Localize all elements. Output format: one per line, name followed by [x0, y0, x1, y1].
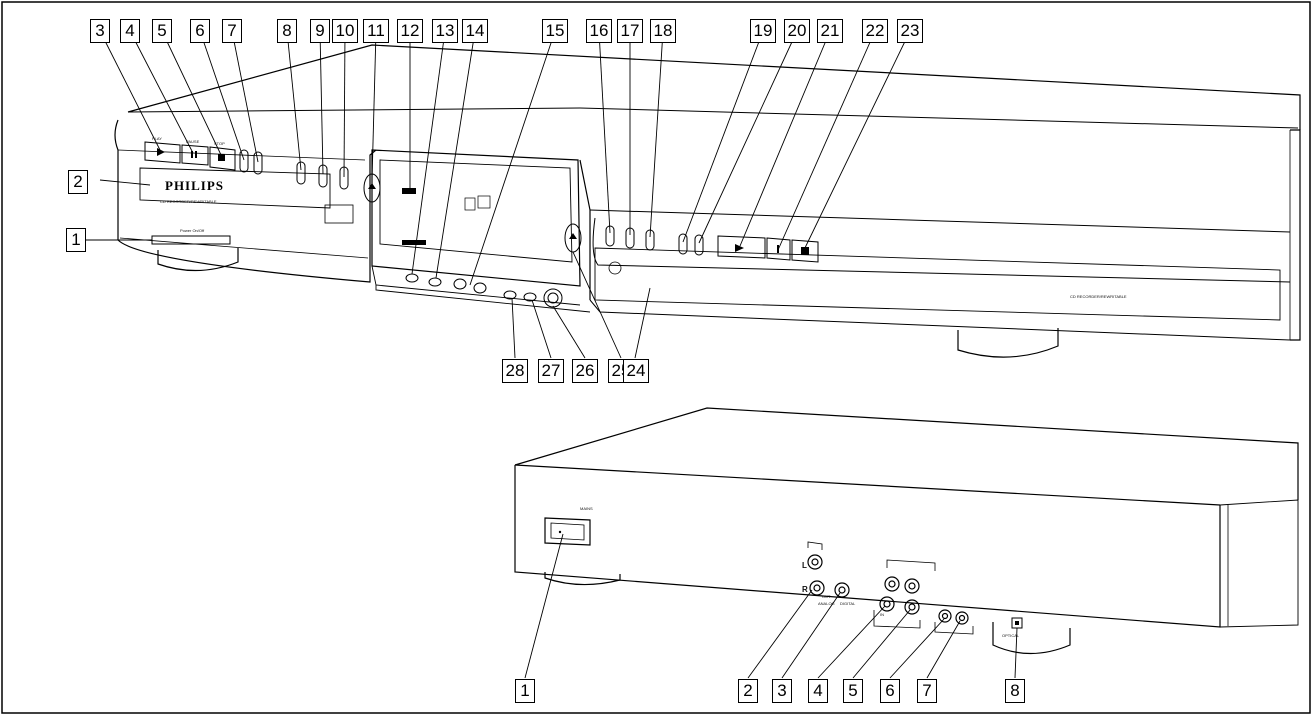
- play-button: [144, 141, 181, 164]
- eject-icon: [368, 183, 376, 189]
- front-buttons: [144, 141, 819, 308]
- mains-label: MAINS: [580, 506, 593, 511]
- callout-23: 23: [897, 19, 923, 43]
- callout-27: 27: [538, 359, 564, 383]
- callout-9: 9: [310, 19, 330, 43]
- callout-2: 2: [68, 170, 88, 194]
- rear-leader-lines: [524, 533, 1018, 679]
- front-leader-lines: [86, 30, 911, 359]
- callout-7: 7: [222, 19, 242, 43]
- play-icon: [157, 148, 165, 156]
- callout-6: 6: [190, 19, 210, 43]
- callout-28: 28: [502, 359, 528, 383]
- brand-logo: PHILIPS: [165, 178, 224, 193]
- callout-12: 12: [397, 19, 423, 43]
- rear-unit: [514, 407, 1299, 655]
- callout-17: 17: [617, 19, 643, 43]
- callout-11: 11: [363, 19, 389, 43]
- callout-20: 20: [784, 19, 810, 43]
- pause-label: PAUSE: [186, 139, 200, 144]
- analog-label: ANALOG: [818, 601, 835, 606]
- digital-label: DIGITAL: [840, 601, 856, 606]
- callout-10: 10: [332, 19, 358, 43]
- rear-callout-2: 2: [738, 679, 758, 703]
- callout-22: 22: [862, 19, 888, 43]
- callout-1: 1: [66, 228, 86, 252]
- callout-8: 8: [277, 19, 297, 43]
- callout-24: 24: [623, 359, 649, 383]
- callout-13: 13: [432, 19, 458, 43]
- analog-in-label: IN: [880, 612, 884, 617]
- callout-14: 14: [462, 19, 488, 43]
- rear-callout-4: 4: [808, 679, 828, 703]
- callout-4: 4: [120, 19, 140, 43]
- left-label: L: [802, 561, 807, 570]
- callout-19: 19: [750, 19, 776, 43]
- pause-button: [181, 144, 209, 166]
- stop-button: [209, 146, 236, 171]
- play-label: PLAY: [152, 136, 162, 141]
- callout-16: 16: [586, 19, 612, 43]
- optical-label: OPTICAL: [1002, 633, 1020, 638]
- callout-5: 5: [152, 19, 172, 43]
- stop-icon: [218, 154, 225, 161]
- callout-26: 26: [572, 359, 598, 383]
- callout-18: 18: [650, 19, 676, 43]
- rear-callout-8: 8: [1005, 679, 1025, 703]
- callout-15: 15: [542, 19, 568, 43]
- rear-callout-1: 1: [515, 679, 535, 703]
- front-unit: [114, 44, 1301, 358]
- stop-label: STOP: [214, 141, 225, 146]
- analog-out-label: OUT: [822, 594, 831, 599]
- recorder-model-text: CD RECORDER/REWRITABLE: [160, 199, 217, 204]
- rear-callout-5: 5: [843, 679, 863, 703]
- callout-3: 3: [90, 19, 110, 43]
- player-model-text: CD RECORDER/REWRITABLE: [1070, 294, 1127, 299]
- power-switch: [151, 235, 231, 245]
- rear-callout-3: 3: [772, 679, 792, 703]
- rear-callout-6: 6: [880, 679, 900, 703]
- callout-21: 21: [817, 19, 843, 43]
- rear-callout-7: 7: [917, 679, 937, 703]
- pause-icon: [191, 151, 193, 158]
- mains-socket: [544, 517, 591, 546]
- power-label: Power On/Off: [180, 228, 205, 233]
- right-label: R: [802, 585, 808, 594]
